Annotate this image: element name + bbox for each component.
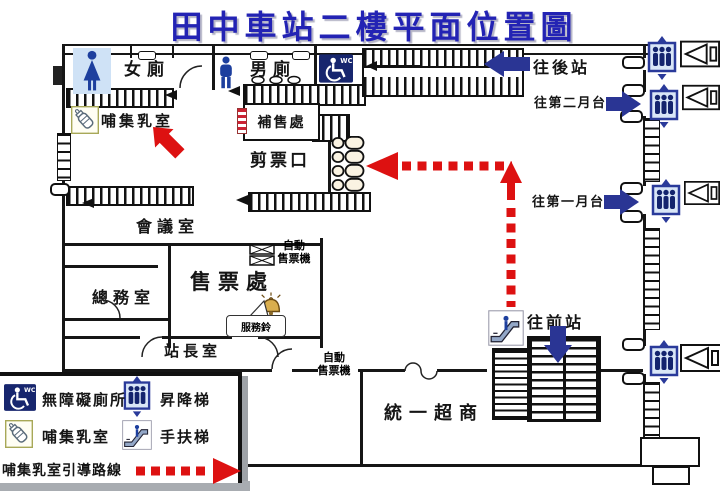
escalator-to-front-station bbox=[492, 348, 530, 420]
man-icon bbox=[216, 56, 236, 90]
legend-route-label: 哺集乳室引導路線 bbox=[2, 463, 122, 479]
wall bbox=[62, 265, 158, 268]
baby-bottle-icon bbox=[71, 106, 99, 134]
stairs-to-rear-station bbox=[362, 48, 524, 97]
shadow-strip bbox=[0, 481, 250, 491]
toilet-fixture bbox=[138, 51, 156, 60]
women-toilet-label: 女廁 bbox=[124, 60, 170, 80]
wall-toilet-divider bbox=[314, 44, 317, 86]
legend-elevator-label: 昇降梯 bbox=[160, 391, 212, 409]
wall bbox=[168, 246, 171, 348]
atm-line1: 自動 bbox=[323, 351, 345, 364]
wall bbox=[328, 138, 331, 195]
ticket-gate-label: 剪票口 bbox=[250, 151, 310, 171]
to-front-station-label: 往前站 bbox=[527, 313, 585, 332]
wall-stub bbox=[622, 84, 645, 97]
legend: 無障礙廁所 昇降梯 哺集乳室 手扶梯 哺集乳室引導路線 bbox=[0, 372, 242, 483]
door-mark bbox=[53, 66, 62, 85]
ticket-machine-label-upper: 自動 售票機 bbox=[270, 239, 318, 265]
wall-toilet-divider bbox=[212, 44, 215, 90]
wall-right bbox=[643, 70, 646, 92]
wall bbox=[258, 336, 322, 339]
elevator-icon bbox=[648, 84, 680, 128]
supplement-office-box: 補售處 bbox=[243, 103, 320, 141]
wall bbox=[162, 336, 232, 339]
general-affairs-label: 總務室 bbox=[92, 288, 156, 307]
ticket-office-label: 售票處 bbox=[190, 270, 274, 294]
station-master-label: 站長室 bbox=[164, 342, 222, 360]
wall-stub bbox=[620, 210, 643, 223]
wall-stub bbox=[622, 56, 645, 69]
accessible-toilet-icon bbox=[4, 384, 36, 411]
wall-stub bbox=[50, 183, 70, 196]
atm-line2: 售票機 bbox=[317, 364, 351, 377]
wall bbox=[437, 369, 487, 372]
ticket-machine-label-lower: 自動 售票機 bbox=[310, 351, 358, 377]
elevator-icon bbox=[646, 36, 678, 80]
supplement-office-label: 補售處 bbox=[257, 115, 306, 131]
structure bbox=[652, 466, 690, 485]
stairwell-plan-icon bbox=[682, 84, 720, 111]
accessible-toilet-icon bbox=[319, 54, 353, 83]
stairwell-plan-icon bbox=[680, 344, 720, 372]
store-entrance-symbol bbox=[404, 362, 438, 380]
atm-line1: 自動 bbox=[283, 239, 305, 252]
men-toilet-label: 男廁 bbox=[250, 60, 296, 80]
ladder-wall bbox=[644, 382, 660, 442]
wall-stub bbox=[620, 110, 643, 123]
to-platform1-label: 往第一月台 bbox=[532, 195, 605, 210]
wall-right bbox=[643, 46, 646, 58]
hatched-wall bbox=[66, 186, 194, 206]
legend-escalator-label: 手扶梯 bbox=[160, 428, 212, 446]
stairs-to-front-station bbox=[527, 336, 601, 422]
structure bbox=[640, 437, 700, 467]
wall bbox=[360, 369, 363, 467]
wall bbox=[62, 243, 322, 246]
elevator-icon bbox=[650, 179, 682, 223]
stall-partition bbox=[130, 44, 132, 58]
woman-icon bbox=[79, 50, 105, 92]
wall bbox=[358, 369, 405, 372]
atm-line2: 售票機 bbox=[277, 252, 311, 265]
wall bbox=[320, 238, 323, 348]
wall bbox=[292, 369, 318, 372]
to-platform2-label: 往第二月台 bbox=[534, 96, 607, 111]
wall-top bbox=[62, 44, 648, 55]
stall-partition bbox=[172, 44, 174, 58]
baby-bottle-icon bbox=[5, 420, 33, 448]
wall-left bbox=[62, 44, 65, 371]
toilet-fixture bbox=[250, 51, 268, 60]
service-bell-bubble: 服務鈴 bbox=[226, 315, 286, 337]
wall bbox=[62, 336, 140, 339]
meeting-room-label: 會議室 bbox=[136, 217, 200, 236]
to-rear-station-label: 往後站 bbox=[533, 58, 591, 77]
wall-stub bbox=[622, 372, 645, 385]
hatched-wall bbox=[248, 192, 371, 212]
service-bell-label: 服務鈴 bbox=[241, 322, 271, 334]
escalator-icon bbox=[488, 310, 524, 346]
escalator-icon bbox=[122, 420, 152, 450]
wall-stub bbox=[620, 182, 643, 195]
ticket-machine-symbol bbox=[249, 244, 275, 266]
elevator-icon bbox=[648, 340, 680, 384]
wall bbox=[62, 318, 170, 321]
wall-bottom bbox=[240, 464, 648, 467]
wall bbox=[62, 369, 272, 372]
wall-stub bbox=[622, 338, 645, 351]
stairwell-plan-icon bbox=[680, 40, 720, 68]
red-marker bbox=[237, 108, 247, 134]
ladder-wall bbox=[644, 228, 660, 330]
legend-accessible-label: 無障礙廁所 bbox=[42, 391, 128, 409]
wall bbox=[592, 369, 643, 372]
route-arrow-to-nursing bbox=[153, 127, 185, 159]
legend-nursing-label: 哺集乳室 bbox=[42, 428, 111, 446]
stairwell-plan-icon bbox=[684, 180, 720, 206]
page-title: 田中車站二樓平面位置圖 bbox=[170, 8, 578, 46]
ladder-wall bbox=[57, 133, 71, 181]
turnstiles bbox=[331, 136, 365, 192]
toilet-fixture bbox=[292, 51, 310, 60]
nursing-room-label: 哺集乳室 bbox=[101, 112, 174, 130]
convenience-store-label: 統一超商 bbox=[384, 403, 484, 424]
shadow-strip bbox=[242, 376, 248, 481]
